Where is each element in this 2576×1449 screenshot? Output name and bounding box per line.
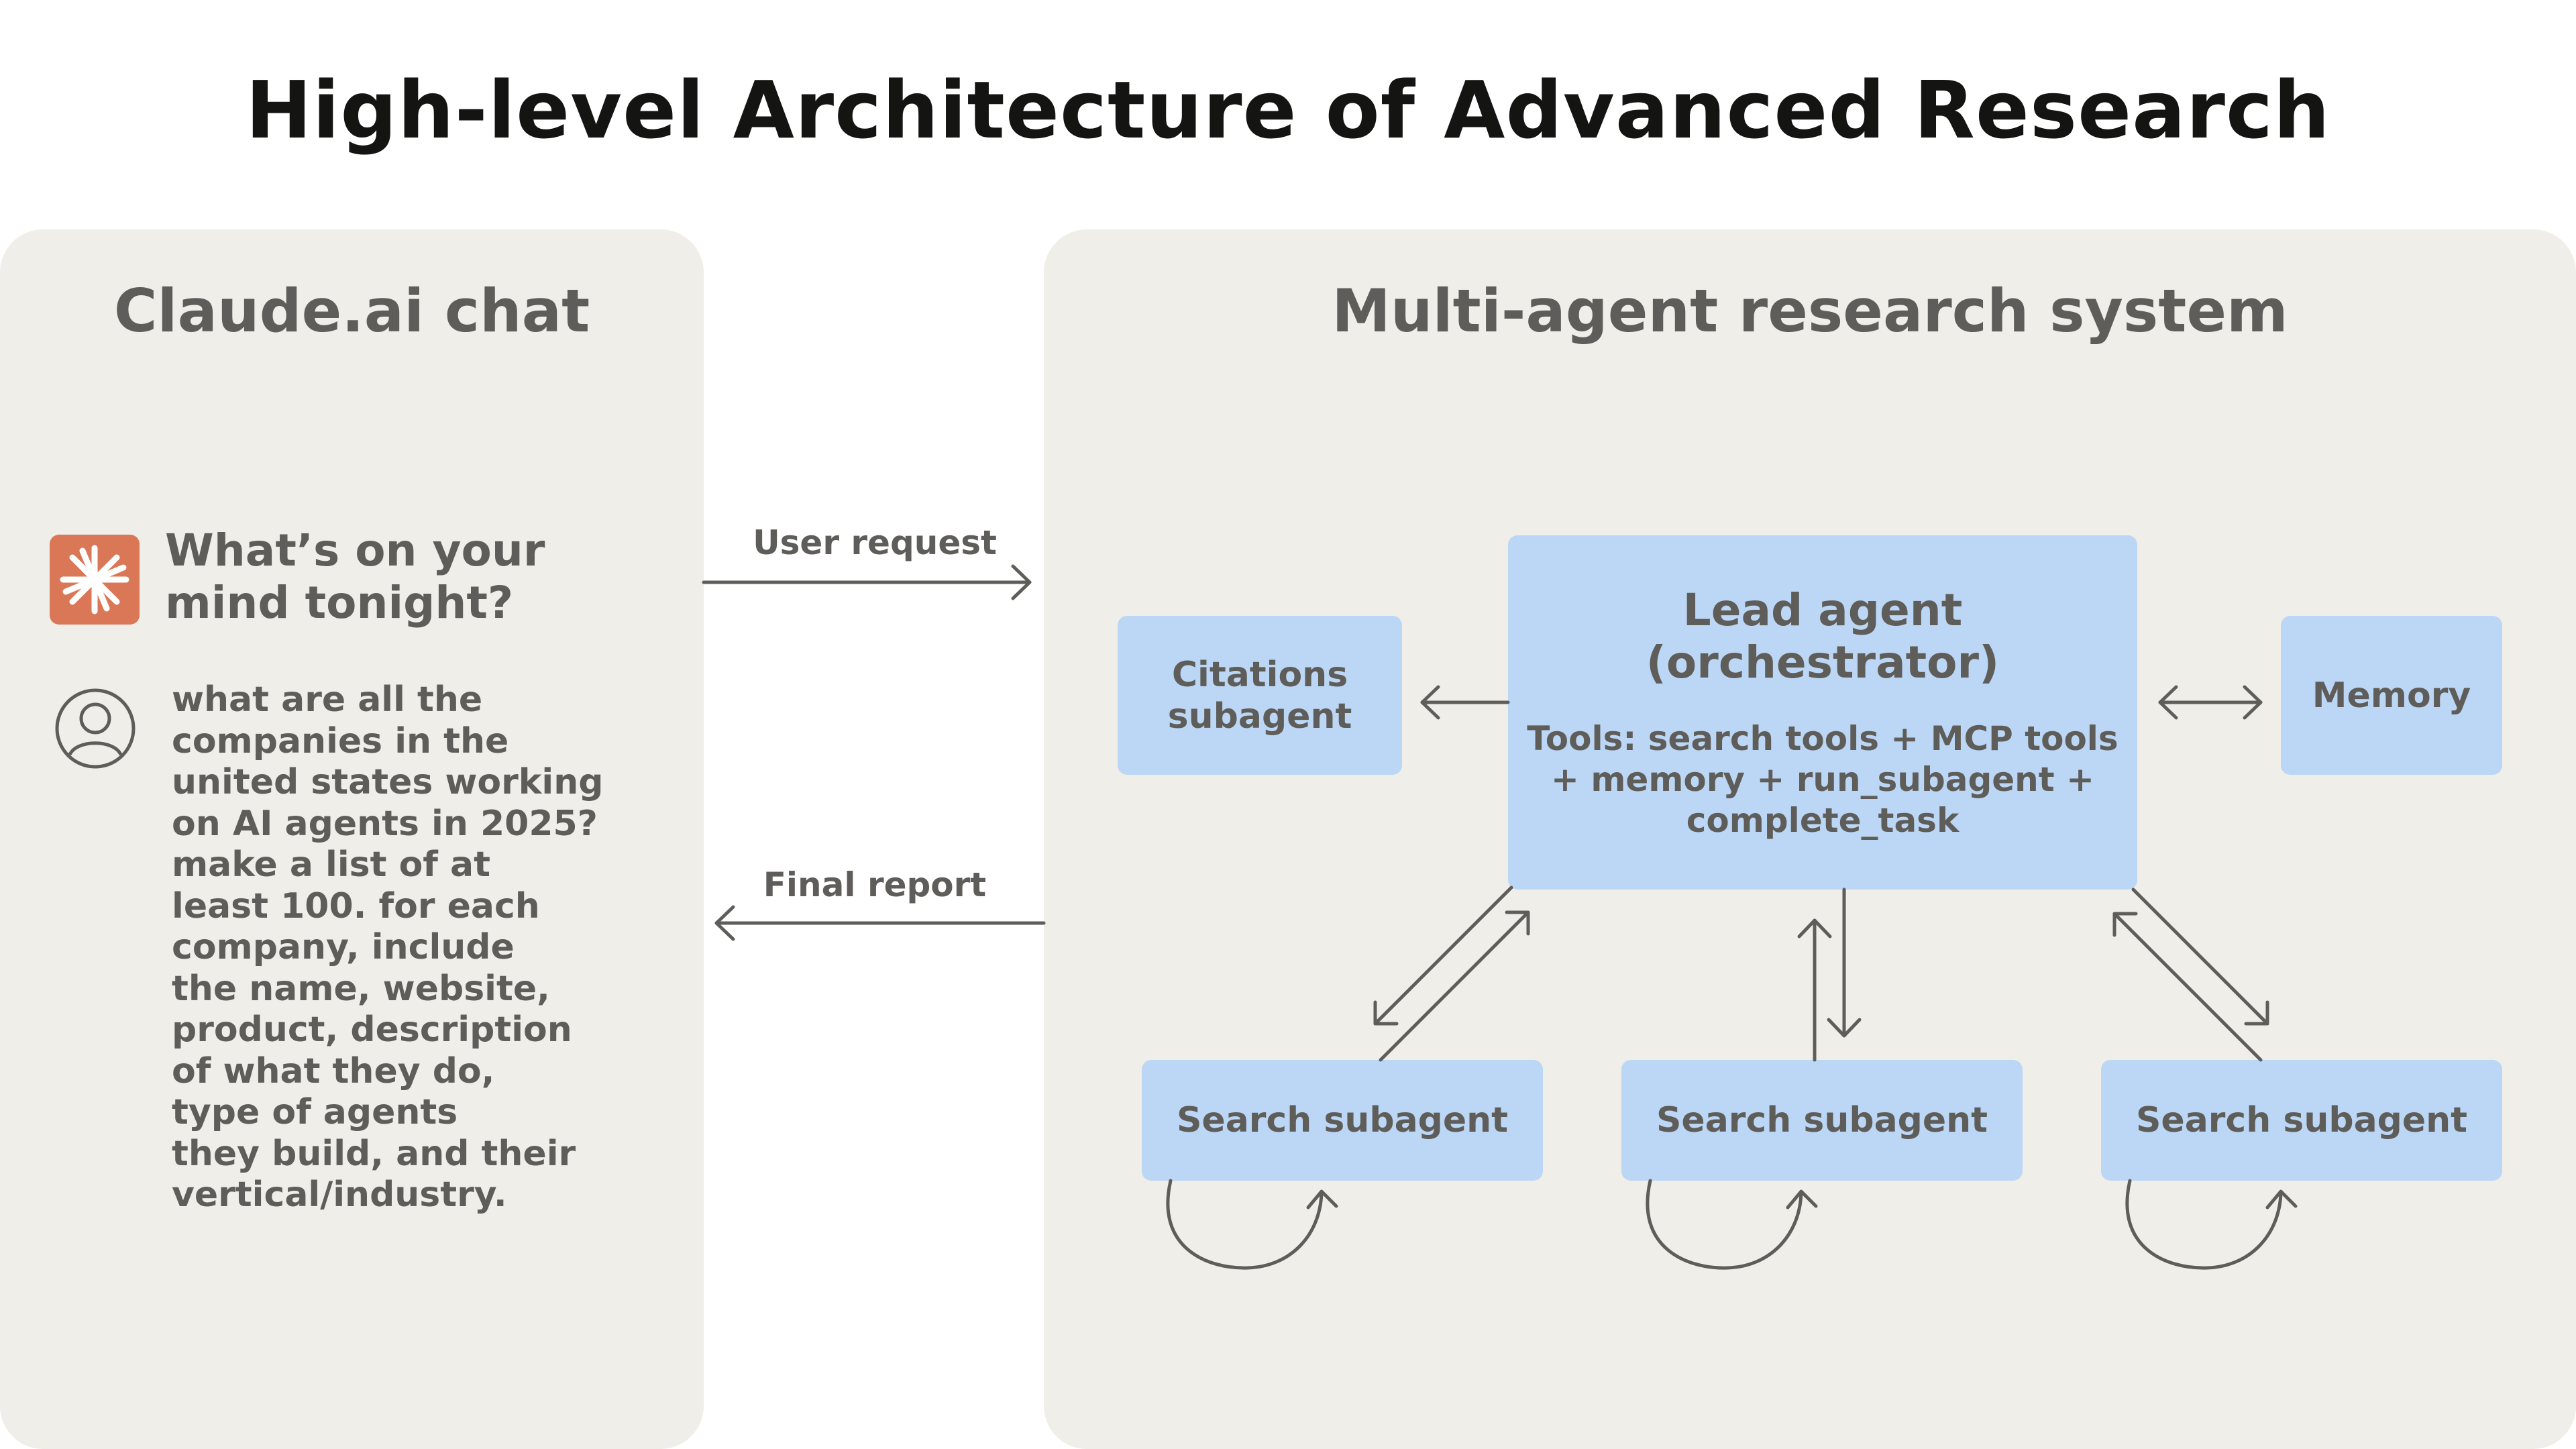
user-request-label: User request bbox=[753, 523, 997, 562]
lead-to-search-arrow-right bbox=[2131, 888, 2269, 1026]
search-subagent-label: Search subagent bbox=[1656, 1100, 1988, 1140]
chat-prompt: What’s on your mind tonight? bbox=[165, 525, 545, 629]
search-subagent-box: Search subagent bbox=[2101, 1060, 2502, 1181]
self-loop-arrow bbox=[1646, 1179, 1818, 1270]
lead-to-search-arrow-left bbox=[1373, 885, 1513, 1026]
diagram-title: High-level Architecture of Advanced Rese… bbox=[246, 64, 2330, 156]
self-loop-arrow bbox=[2125, 1179, 2298, 1270]
self-loop-arrow bbox=[1166, 1179, 1338, 1270]
search-to-lead-arrow-middle bbox=[1797, 918, 1832, 1062]
search-subagent-box: Search subagent bbox=[1142, 1060, 1543, 1181]
lead-agent-tools: Tools: search tools + MCP tools + memory… bbox=[1527, 718, 2118, 840]
user-avatar-icon bbox=[54, 687, 137, 770]
lead-agent-box: Lead agent (orchestrator) Tools: search … bbox=[1508, 535, 2137, 890]
chat-panel: Claude.ai chat bbox=[0, 229, 704, 1449]
search-to-lead-arrow-left bbox=[1379, 910, 1530, 1062]
citations-subagent-box: Citations subagent bbox=[1118, 616, 1402, 775]
search-to-lead-arrow-right bbox=[2112, 912, 2263, 1062]
lead-memory-arrow bbox=[2158, 685, 2263, 720]
chat-panel-title: Claude.ai chat bbox=[113, 276, 590, 345]
citations-subagent-label: Citations subagent bbox=[1167, 654, 1352, 737]
memory-box: Memory bbox=[2281, 616, 2502, 775]
search-subagent-label: Search subagent bbox=[2135, 1100, 2468, 1140]
search-subagent-label: Search subagent bbox=[1176, 1100, 1509, 1140]
lead-to-citations-arrow bbox=[1420, 685, 1510, 720]
lead-agent-title: Lead agent (orchestrator) bbox=[1646, 584, 2000, 688]
search-subagent-box: Search subagent bbox=[1621, 1060, 2023, 1181]
system-panel-title: Multi-agent research system bbox=[1332, 276, 2288, 345]
user-message: what are all the companies in the united… bbox=[172, 680, 604, 1215]
memory-label: Memory bbox=[2312, 675, 2471, 716]
claude-starburst-icon bbox=[50, 535, 140, 625]
user-request-arrow bbox=[702, 564, 1032, 600]
final-report-arrow bbox=[714, 905, 1046, 941]
lead-to-search-arrow-middle bbox=[1827, 888, 1862, 1038]
final-report-label: Final report bbox=[763, 865, 987, 904]
